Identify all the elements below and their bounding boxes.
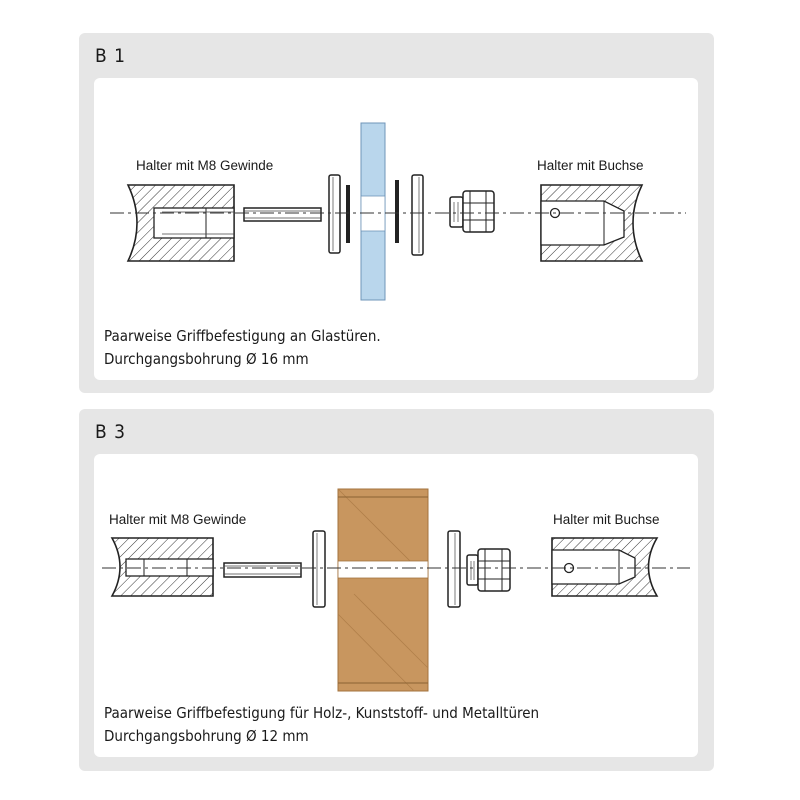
b1-right-holder	[540, 184, 644, 262]
b1-right-holder-label: Halter mit Buchse	[537, 158, 644, 173]
b1-left-washers	[328, 174, 350, 254]
b3-left-washer	[312, 530, 326, 608]
panel-b1-label: B 1	[95, 45, 127, 67]
panel-b3-card: Halter mit M8 Gewinde Halter mit Buchse …	[94, 454, 698, 757]
b3-right-holder-label: Halter mit Buchse	[553, 512, 660, 527]
b3-caption-line-2: Durchgangsbohrung Ø 12 mm	[104, 727, 309, 745]
b1-left-holder	[126, 184, 235, 262]
b3-caption-line-1: Paarweise Griffbefestigung für Holz-, Ku…	[104, 704, 540, 722]
b1-right-washers	[395, 174, 424, 256]
panel-b1: B 1	[79, 33, 714, 393]
b3-right-holder	[551, 537, 659, 597]
b3-left-holder-label: Halter mit M8 Gewinde	[109, 512, 247, 527]
panel-b1-card: Halter mit M8 Gewinde Halter mit Buchse …	[94, 78, 698, 380]
b3-wood-door	[337, 488, 429, 692]
b3-assembly-diagram	[102, 488, 690, 692]
b1-caption-line-2: Durchgangsbohrung Ø 16 mm	[104, 350, 309, 368]
b3-right-washer	[447, 530, 461, 608]
b3-door-bore	[337, 560, 429, 579]
b1-caption-line-1: Paarweise Griffbefestigung an Glastüren.	[104, 327, 381, 345]
b3-left-holder	[110, 537, 214, 597]
b1-door-bore	[360, 195, 386, 232]
panel-b3: B 3	[79, 409, 714, 771]
b1-left-holder-label: Halter mit M8 Gewinde	[136, 158, 274, 173]
b3-bushing-nut	[466, 548, 511, 592]
b1-bushing-nut	[449, 190, 495, 233]
b1-caption: Paarweise Griffbefestigung an Glastüren.…	[104, 325, 381, 371]
b3-threaded-pin	[223, 562, 302, 578]
panel-b3-label: B 3	[95, 421, 127, 443]
b1-assembly-diagram	[110, 122, 686, 301]
b3-caption: Paarweise Griffbefestigung für Holz-, Ku…	[104, 702, 539, 748]
b1-threaded-pin	[243, 207, 322, 222]
